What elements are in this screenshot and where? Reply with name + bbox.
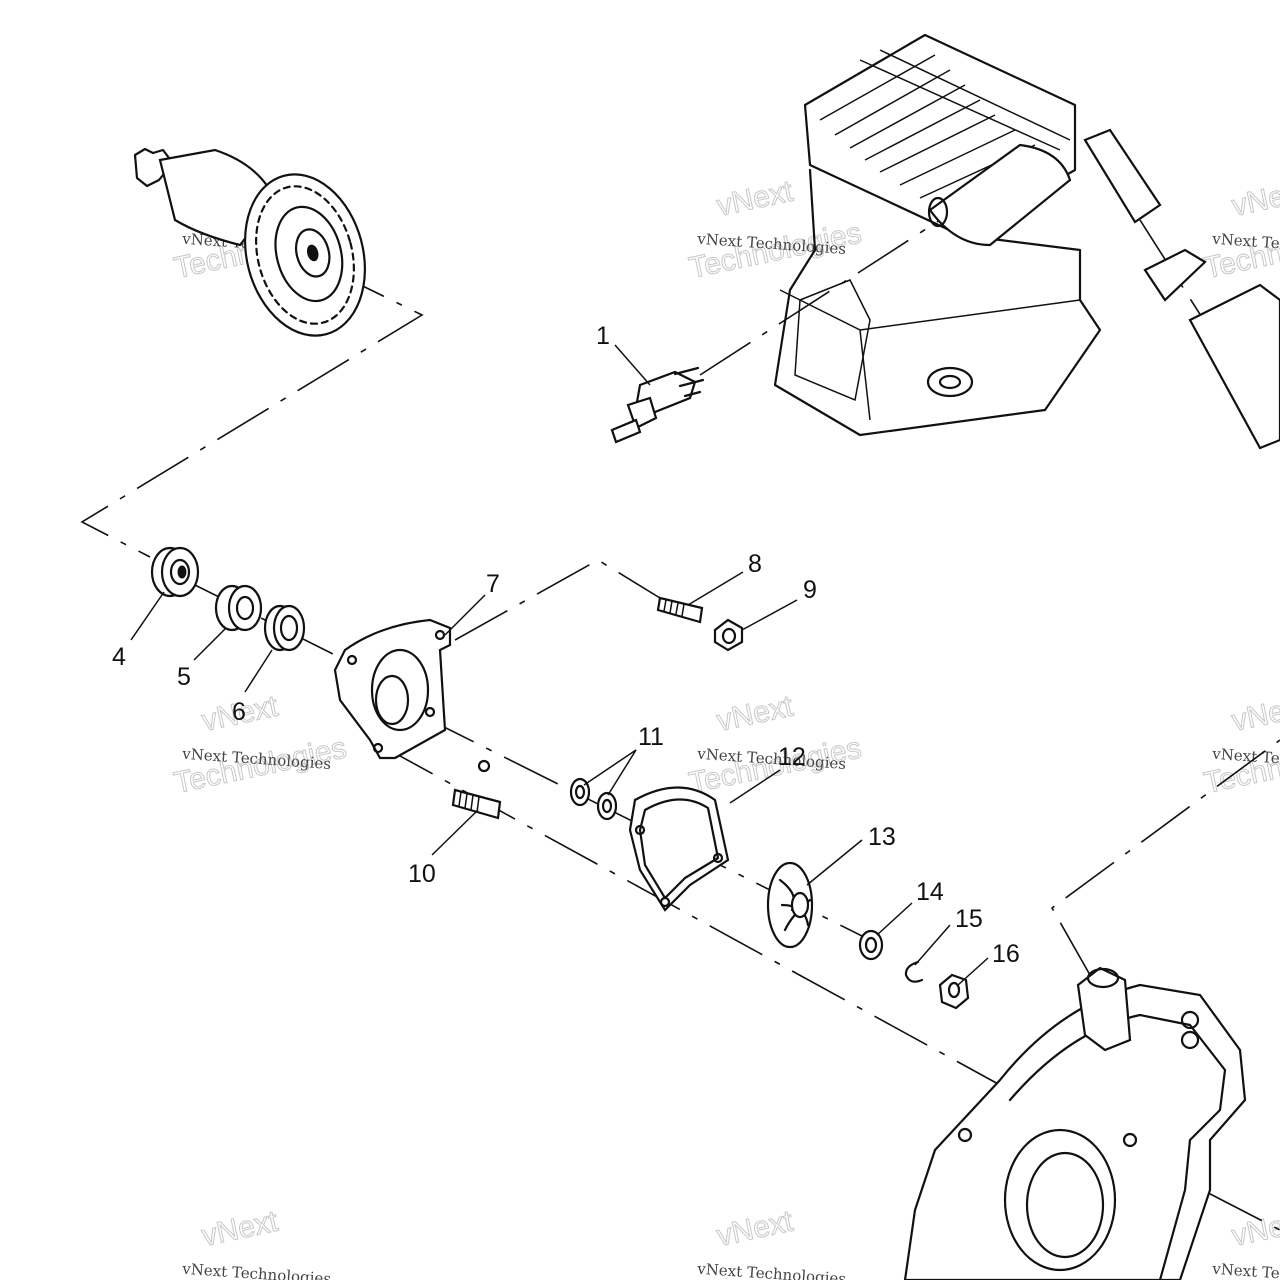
callout-9: 9 bbox=[803, 576, 817, 604]
part-15-clip bbox=[904, 960, 924, 983]
callout-5: 5 bbox=[177, 663, 191, 691]
part-12-gasket bbox=[628, 786, 730, 912]
watermark: vNext Technologies vNext Technologies bbox=[686, 174, 865, 285]
callout-7: 7 bbox=[486, 570, 500, 598]
part-10-stud bbox=[451, 788, 502, 820]
part-13-impeller bbox=[766, 861, 814, 949]
callout-14: 14 bbox=[916, 878, 944, 906]
svg-text:vNext: vNext bbox=[714, 690, 797, 738]
svg-text:vNext: vNext bbox=[1229, 690, 1280, 738]
watermark: vNext vNext Technologies bbox=[696, 1204, 847, 1280]
part-9-nut bbox=[713, 618, 744, 652]
callout-13: 13 bbox=[868, 823, 896, 851]
part-14-washer bbox=[858, 929, 884, 961]
part-8-stud bbox=[656, 596, 704, 624]
svg-text:vNext: vNext bbox=[714, 1205, 797, 1253]
ring-gear bbox=[243, 173, 367, 337]
part-4-bearing bbox=[150, 546, 200, 598]
svg-text:vNext: vNext bbox=[199, 1205, 282, 1253]
watermark: vNext Technologies vNext Technologies bbox=[1201, 174, 1280, 285]
callout-8: 8 bbox=[748, 550, 762, 578]
callout-4: 4 bbox=[112, 643, 126, 671]
callout-10: 10 bbox=[408, 860, 436, 888]
svg-text:vNext Technologies: vNext Technologies bbox=[181, 1260, 332, 1280]
watermark: vNext Technologies vNext Technologies bbox=[171, 689, 350, 800]
svg-text:vNext Technologies: vNext Technologies bbox=[1211, 1260, 1280, 1280]
starter-gear-assembly bbox=[133, 147, 367, 337]
watermark: vNext vNext Technologies bbox=[181, 1204, 332, 1280]
callout-6: 6 bbox=[232, 698, 246, 726]
svg-text:vNext: vNext bbox=[1229, 175, 1280, 223]
svg-text:vNext Technologies: vNext Technologies bbox=[696, 1260, 847, 1280]
svg-text:vNext: vNext bbox=[1229, 1205, 1280, 1253]
callout-11: 11 bbox=[638, 723, 664, 751]
part-5-bearing bbox=[214, 584, 263, 632]
callout-15: 15 bbox=[955, 905, 983, 933]
callout-12: 12 bbox=[778, 743, 806, 771]
callout-1: 1 bbox=[596, 322, 610, 350]
crankcase-assembly bbox=[903, 966, 1247, 1280]
watermark: vNext Technologies vNext Technologies bbox=[686, 689, 865, 800]
callout-16: 16 bbox=[992, 940, 1020, 968]
cylinder-assembly bbox=[773, 33, 1280, 450]
part-1-sensor bbox=[610, 366, 705, 444]
callouts: 1 4 5 6 7 8 9 10 11 12 13 14 15 16 bbox=[112, 322, 1020, 968]
watermark: vNext Technologies vNext Technologies bbox=[1201, 689, 1280, 800]
watermark: vNext vNext Technologies bbox=[1211, 1204, 1280, 1280]
part-6-seal bbox=[263, 604, 306, 652]
leader-lines bbox=[130, 344, 989, 986]
part-7-pump-housing bbox=[333, 618, 452, 760]
svg-text:vNext: vNext bbox=[714, 175, 797, 223]
